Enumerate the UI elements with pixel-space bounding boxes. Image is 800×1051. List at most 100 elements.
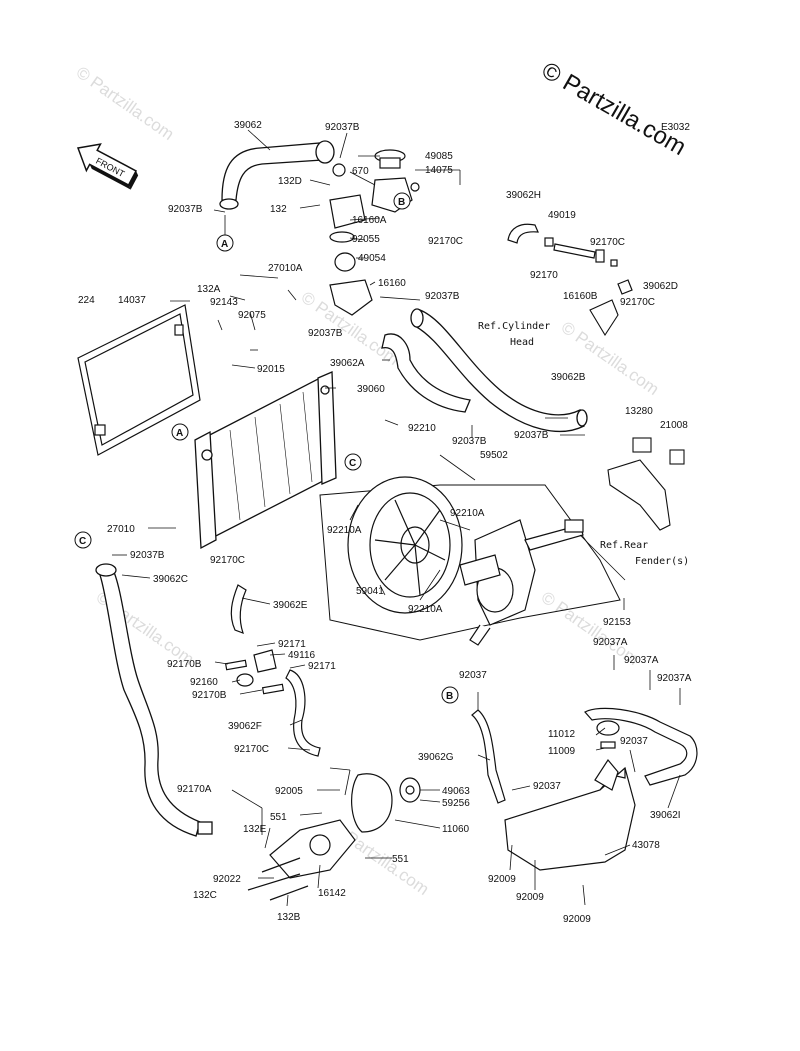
part-label: 49063: [442, 786, 470, 797]
part-label: 92171: [308, 661, 336, 672]
part-label: 92210A: [408, 604, 443, 615]
part-label: 132: [270, 204, 287, 215]
part-label: 39062I: [650, 810, 681, 821]
part-label: 92037B: [130, 550, 165, 561]
part-label: 92037B: [168, 204, 203, 215]
callout-b-circle: [441, 686, 459, 704]
hose-39062C: [95, 563, 213, 837]
part-label: 92160: [190, 677, 218, 688]
part-label: 39060: [357, 384, 385, 395]
callout-a-circle: [216, 234, 234, 252]
part-label: 92170B: [167, 659, 202, 670]
callouts: A B A C C B: [74, 192, 459, 704]
part-label: 92037: [459, 670, 487, 681]
upper-hose-39062: [219, 140, 335, 210]
part-label: 39062G: [418, 752, 454, 763]
part-label: 92037B: [514, 430, 549, 441]
part-label: 92037: [533, 781, 561, 792]
ref-rear-fender-line2: Fender(s): [635, 556, 689, 567]
part-label: 92170C: [620, 297, 655, 308]
thermostat-housing: [329, 149, 420, 316]
part-label: 551: [392, 854, 409, 865]
part-label: 16160: [378, 278, 406, 289]
part-label: 92075: [238, 310, 266, 321]
part-label: 92143: [210, 297, 238, 308]
part-label: 551: [270, 812, 287, 823]
part-label: 92037B: [425, 291, 460, 302]
part-label: 92210A: [450, 508, 485, 519]
part-label: 92009: [516, 892, 544, 903]
part-label: 59502: [480, 450, 508, 461]
radiator-39060: [194, 371, 337, 550]
part-label: 59041: [356, 586, 384, 597]
part-label: 92170C: [210, 555, 245, 566]
part-label: 92170C: [428, 236, 463, 247]
fan-motor-59502: [459, 519, 584, 646]
callout-a-circle: [171, 423, 189, 441]
part-label: 92037: [620, 736, 648, 747]
part-label: 132E: [243, 824, 267, 835]
reference-labels: Ref.Cylinder Head Ref.Rear Fender(s): [478, 321, 689, 567]
callout-a-label: A: [221, 239, 228, 250]
part-label: 49054: [358, 253, 386, 264]
rear-fender-ref: [607, 437, 685, 531]
part-label: 92037A: [657, 673, 692, 684]
part-label: 92171: [278, 639, 306, 650]
part-label: 92037B: [325, 122, 360, 133]
part-label: 13280: [625, 406, 653, 417]
part-label: 27010: [107, 524, 135, 535]
part-label: 92037A: [593, 637, 628, 648]
callout-b-label: B: [446, 691, 453, 702]
part-label: 11060: [442, 824, 470, 835]
part-label: 11009: [548, 746, 576, 757]
part-label: 39062H: [506, 190, 541, 201]
brand-logo: © Partzilla.com: [537, 57, 691, 161]
part-label: 92170A: [177, 784, 212, 795]
part-label: 39062: [234, 120, 262, 131]
ref-cylinder-head-line1: Ref.Cylinder: [478, 321, 550, 332]
part-label: 59256: [442, 798, 470, 809]
part-label: 43078: [632, 840, 660, 851]
part-label: 39062C: [153, 574, 188, 585]
part-label: 49019: [548, 210, 576, 221]
front-arrow-icon: FRONT: [76, 143, 139, 190]
leader-lines: [112, 129, 681, 907]
water-pump-16142: [247, 773, 421, 901]
part-label: 92015: [257, 364, 285, 375]
part-label: 39062F: [228, 721, 262, 732]
diagram-code: E3032: [661, 122, 690, 133]
callout-c-label: C: [349, 458, 356, 469]
part-label: 49085: [425, 151, 453, 162]
reservoir-tank-43078: [471, 707, 698, 871]
hose-39062B: [410, 308, 588, 433]
callout-c-circle: [344, 453, 362, 471]
fan-59041: [347, 476, 463, 614]
part-label: 92170C: [590, 237, 625, 248]
part-label: 92009: [563, 914, 591, 925]
ref-rear-fender-line1: Ref.Rear: [600, 540, 648, 551]
fan-assembly-outline: [319, 484, 621, 641]
part-label: 132A: [197, 284, 221, 295]
hose-39062E: [224, 584, 321, 757]
part-label: 92037B: [308, 328, 343, 339]
part-label: 92055: [352, 234, 380, 245]
ref-cylinder-head-line2: Head: [510, 337, 534, 348]
part-label: 49116: [288, 650, 316, 661]
part-label: 14075: [425, 165, 453, 176]
part-label: 92005: [275, 786, 303, 797]
part-label: 92170B: [192, 690, 227, 701]
part-label: 132C: [193, 890, 217, 901]
part-label: 92210: [408, 423, 436, 434]
part-label: 92022: [213, 874, 241, 885]
part-label: 92170: [530, 270, 558, 281]
callout-b-circle: [393, 192, 411, 210]
watermark: © Partzilla.com: [558, 318, 663, 399]
part-label: 92009: [488, 874, 516, 885]
part-label: 670: [352, 166, 369, 177]
part-label: 92037A: [624, 655, 659, 666]
part-label: 92170C: [234, 744, 269, 755]
part-label: 27010A: [268, 263, 303, 274]
part-label: 14037: [118, 295, 146, 306]
callout-c-circle: [74, 531, 92, 549]
